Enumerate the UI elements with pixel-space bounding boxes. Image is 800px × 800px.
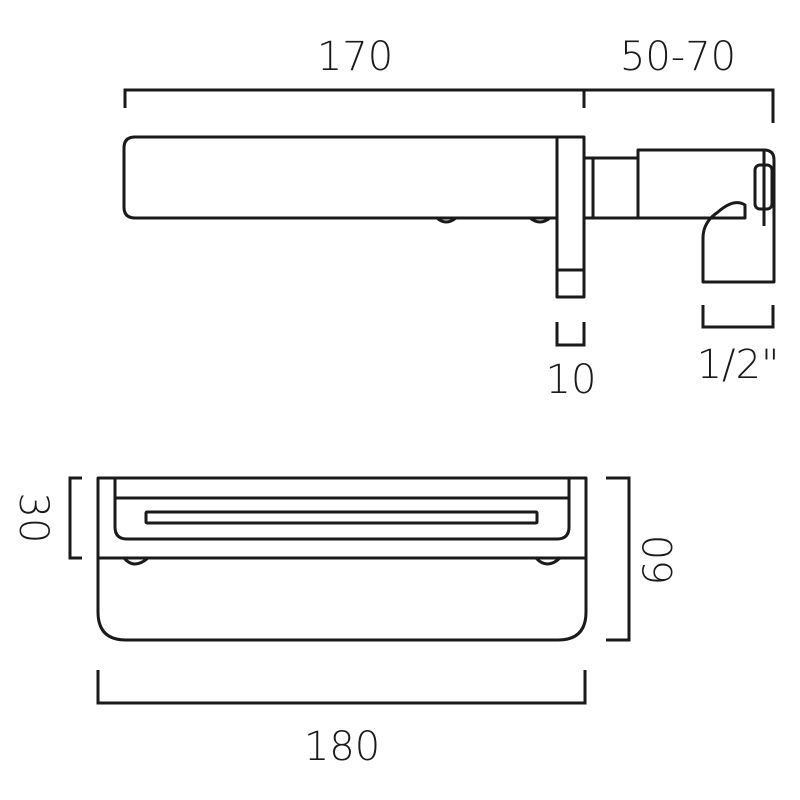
dimension-label-60: 60 bbox=[636, 535, 682, 586]
wall-plate bbox=[555, 135, 586, 299]
dimension-label-10: 10 bbox=[546, 357, 597, 403]
dimension-overall-height: 60 bbox=[606, 476, 682, 642]
dimension-overall-width: 180 bbox=[96, 670, 587, 770]
dimension-label-50-70: 50-70 bbox=[620, 34, 736, 80]
front-lower-body bbox=[96, 558, 588, 642]
dimension-label-180: 180 bbox=[304, 724, 380, 770]
front-top-plate bbox=[96, 476, 588, 560]
front-view bbox=[96, 476, 588, 642]
dimension-label-half-inch: 1/2" bbox=[697, 342, 780, 388]
dimension-label-170: 170 bbox=[317, 34, 393, 80]
front-nub-left bbox=[122, 556, 149, 566]
connector-sleeve bbox=[591, 156, 640, 220]
dimension-connection-size: 1/2" bbox=[697, 305, 780, 388]
front-spout-lip bbox=[113, 478, 571, 541]
spout-nub-left bbox=[436, 216, 457, 224]
dimension-spout-length: 170 bbox=[123, 34, 586, 108]
front-nub-right bbox=[534, 556, 562, 566]
dimension-wall-depth: 50-70 bbox=[584, 34, 775, 123]
dimension-label-30: 30 bbox=[10, 493, 56, 544]
dimension-plate-thickness: 10 bbox=[546, 322, 597, 403]
valve-body bbox=[636, 148, 776, 284]
spout-nub-right bbox=[529, 216, 551, 224]
side-view bbox=[122, 135, 776, 299]
water-outlet-slot bbox=[144, 510, 539, 525]
dimension-spout-height: 30 bbox=[10, 476, 82, 560]
spout-side-outline bbox=[122, 135, 559, 220]
